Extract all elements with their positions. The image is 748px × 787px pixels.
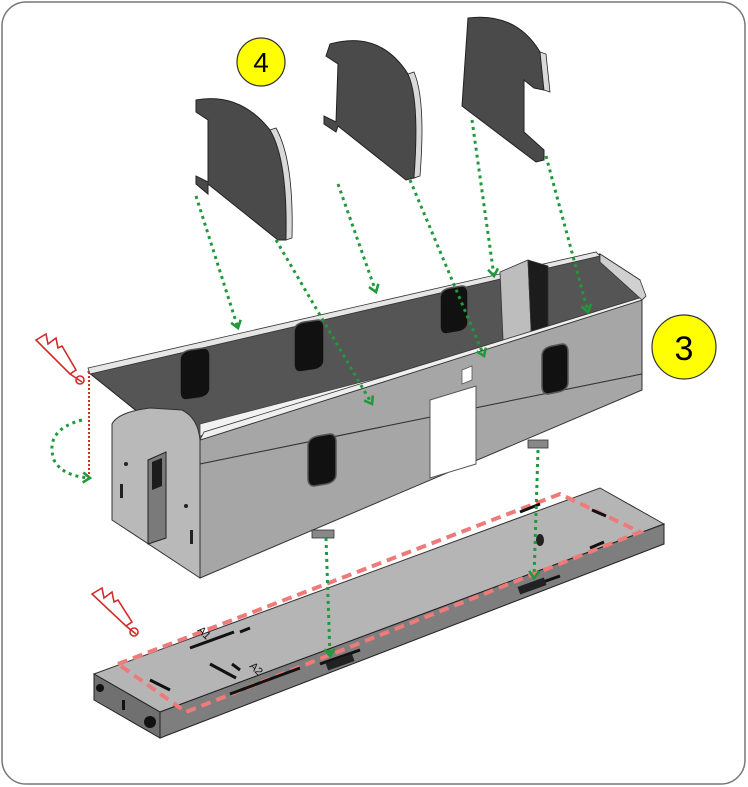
- step-badge-4: 4: [236, 37, 286, 87]
- insertion-arrow-icon: [194, 119, 588, 656]
- step-label-4: 4: [253, 47, 269, 78]
- car-body: [86, 251, 647, 579]
- bulkhead-middle: [323, 40, 423, 181]
- glue-tube-icon: [34, 332, 85, 385]
- bulkhead-right: [461, 16, 551, 163]
- bulkhead-left: [195, 98, 293, 241]
- glue-area-outline: [113, 491, 646, 715]
- fold-arrow-icon: [50, 418, 90, 478]
- step-badge-3: 3: [651, 314, 717, 380]
- glue-tube-icon-base: [90, 586, 139, 637]
- step-label-3: 3: [675, 330, 694, 368]
